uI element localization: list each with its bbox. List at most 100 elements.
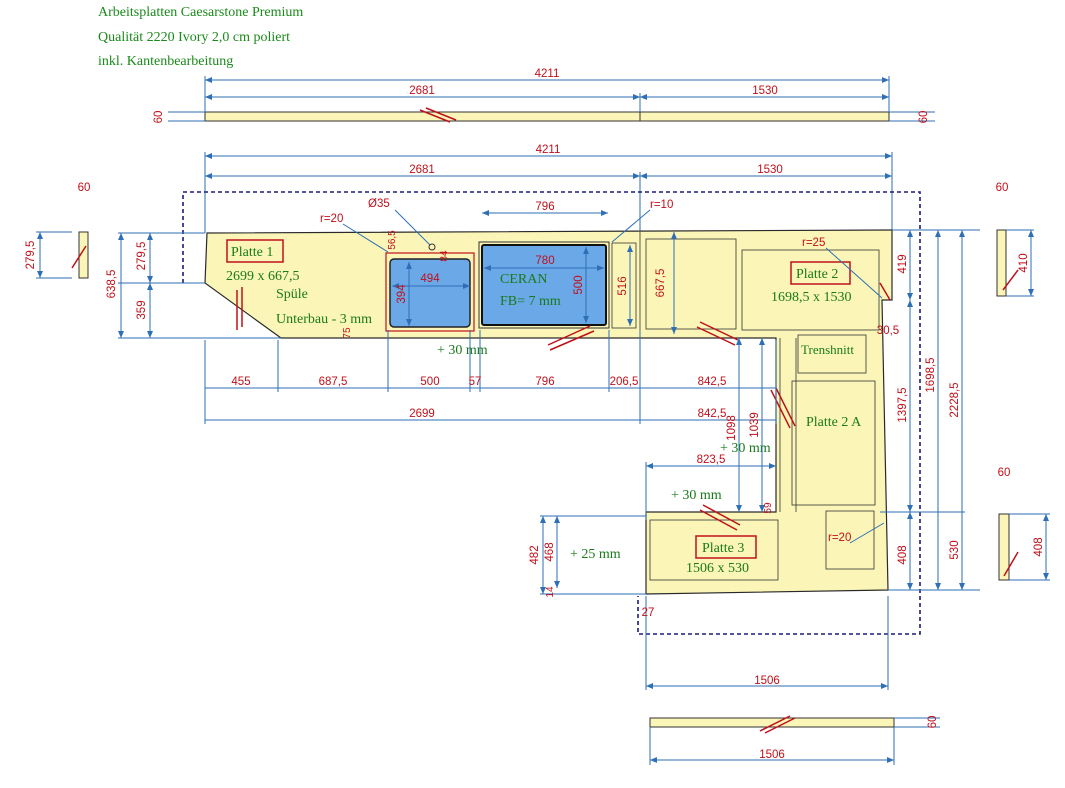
dim-2699: 2699: [409, 408, 435, 420]
dim-59: 59: [763, 502, 774, 514]
dim-419: 419: [897, 254, 909, 273]
cabinet-outline: [645, 238, 737, 330]
grain-mark: [699, 509, 738, 531]
right-edge-strip: [996, 229, 1007, 297]
dim-468: 468: [544, 542, 556, 561]
dim-842-5-b: 842,5: [698, 408, 727, 420]
plus30-label: + 30 mm: [437, 343, 488, 358]
cabinet-outline: [825, 510, 875, 570]
dim-408: 408: [897, 545, 909, 564]
plate-2-badge: [790, 261, 851, 285]
dim-1098: 1098: [726, 415, 738, 441]
plate-3-size: 1506 x 530: [686, 561, 749, 576]
dim-84: 84: [439, 250, 450, 262]
grain-mark: [699, 321, 739, 341]
plus25-label: + 25 mm: [570, 547, 621, 562]
plate-1-title: Platte 1: [231, 245, 273, 260]
grain-mark: [775, 387, 796, 427]
dim-top-thick-left: 60: [153, 111, 165, 124]
dim-1039: 1039: [749, 412, 761, 438]
left-edge-strip: [78, 231, 89, 279]
dim-30-5: 30,5: [877, 325, 899, 337]
right-edge-strip-2: [998, 513, 1010, 581]
dim-main-left: 2681: [409, 164, 435, 176]
ceran-label: CERAN: [500, 272, 547, 287]
plate-2a-title: Platte 2 A: [806, 415, 862, 430]
dim-279-5-left: 279,5: [25, 241, 37, 270]
dim-27: 27: [642, 607, 655, 619]
dim-57: 57: [469, 376, 482, 388]
dim-top-thick-right: 60: [918, 111, 930, 124]
grain-mark: [696, 326, 736, 346]
dim-482: 482: [529, 545, 541, 564]
dim-667-5: 667,5: [655, 269, 667, 298]
fb-label: FB= 7 mm: [500, 294, 561, 309]
cabinet-outline: [741, 249, 880, 331]
grain-mark: [770, 389, 791, 429]
plate-3-badge: [695, 535, 757, 559]
dim-top-total: 4211: [535, 68, 560, 80]
grain-mark: [879, 282, 891, 301]
dim-ceran-inner: 780: [535, 255, 554, 267]
dim-1506: 1506: [754, 675, 780, 687]
plate-3-title: Platte 3: [702, 541, 744, 556]
dim-279-5: 279,5: [136, 242, 148, 271]
dim-60-right: 60: [996, 182, 1009, 194]
dim-main-right: 1530: [757, 164, 783, 176]
cabinet-outline: [649, 519, 779, 581]
dim-strip-60: 60: [927, 716, 939, 729]
plate-2-size: 1698,5 x 1530: [771, 290, 852, 305]
trennschnitt-box: [797, 334, 867, 374]
dim-796: 796: [535, 376, 554, 388]
radius-label: r=10: [650, 199, 673, 211]
tap-hole: [428, 243, 436, 251]
dim-530: 530: [949, 540, 961, 559]
dim-410: 410: [1018, 253, 1030, 272]
plate-2-title: Platte 2: [796, 267, 838, 282]
dim-1397-5: 1397,5: [897, 387, 909, 422]
dim-500: 500: [420, 376, 439, 388]
plate-1-badge: [226, 239, 284, 263]
dim-sink-width: 494: [420, 273, 440, 285]
tap-hole-label: Ø35: [368, 198, 390, 210]
dim-516: 516: [617, 276, 629, 295]
dim-ceran-height: 500: [573, 275, 585, 294]
dim-206-5: 206,5: [610, 376, 639, 388]
cabinet-outline: [611, 242, 637, 329]
undermount-label: Unterbau - 3 mm: [276, 312, 372, 327]
dim-main-total: 4211: [536, 144, 561, 156]
dim-sink-height: 394: [396, 284, 408, 304]
radius-label: r=20: [828, 532, 851, 544]
dim-60-right-2: 60: [998, 467, 1011, 479]
bottom-edge-strip: [649, 717, 895, 728]
grain-mark: [547, 325, 591, 346]
dim-56-5: 56,5: [387, 230, 398, 250]
dim-14: 14: [545, 586, 556, 598]
radius-label: r=20: [320, 213, 343, 225]
sink-label: Spüle: [276, 287, 308, 302]
grain-mark: [419, 109, 451, 123]
dim-strip-1506: 1506: [759, 749, 785, 761]
radius-label: r=25: [802, 237, 825, 249]
dim-408-right: 408: [1033, 537, 1045, 556]
dim-60-left: 60: [78, 182, 91, 194]
plate-2a-outline: [791, 380, 876, 506]
plate-1-size: 2699 x 667,5: [226, 269, 300, 284]
dim-359: 359: [136, 300, 148, 319]
dim-1698-5: 1698,5: [925, 357, 937, 392]
top-edge-strip: [204, 111, 890, 122]
dim-455: 455: [231, 376, 250, 388]
header-quality: Qualität 2220 Ivory 2,0 cm poliert: [98, 30, 291, 45]
dim-638-5: 638,5: [106, 270, 118, 299]
dim-top-left: 2681: [409, 85, 435, 97]
grain-mark: [549, 330, 595, 351]
dim-top-right: 1530: [752, 85, 778, 97]
dim-823-5: 823,5: [697, 454, 726, 466]
grain-mark: [425, 107, 457, 121]
grain-mark: [702, 504, 741, 526]
dim-75: 75: [342, 327, 353, 339]
header-title: Arbeitsplatten Caesarstone Premium: [98, 5, 304, 20]
trennschnitt-label: Trenshnitt: [801, 342, 854, 357]
dim-ceran-outer: 796: [535, 201, 554, 213]
